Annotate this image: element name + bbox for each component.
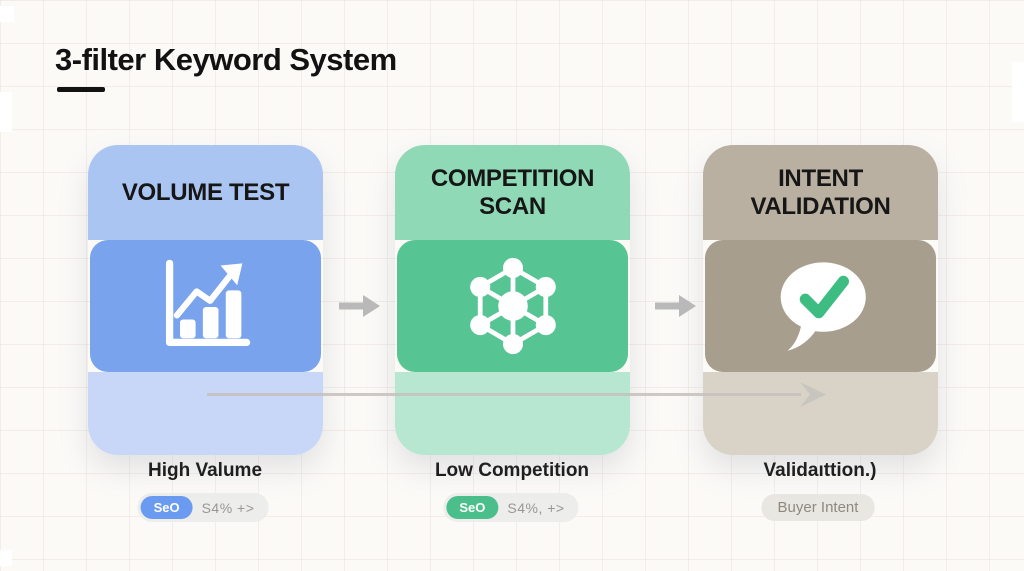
card-title: INTENT VALIDATION <box>750 164 891 220</box>
corner-mark <box>0 550 12 566</box>
caption-low-competition: Low Competition <box>434 460 590 481</box>
network-nodes-icon <box>469 257 556 355</box>
speech-bubble-check-icon <box>780 262 866 351</box>
card-volume-test-icon-panel <box>90 240 321 372</box>
card-competition-scan-header: COMPETITION SCAN <box>395 145 630 240</box>
badge-competition: SeO S4%, +> <box>443 493 579 522</box>
caption-high-volume: High Valume <box>147 460 263 481</box>
corner-mark <box>0 6 14 22</box>
card-intent-validation-header: INTENT VALIDATION <box>703 145 938 240</box>
corner-mark <box>1012 62 1024 122</box>
title-underline <box>57 87 105 92</box>
caption-validation: Validaıttion.) <box>763 460 877 481</box>
card-competition-scan-icon-panel <box>397 240 628 372</box>
badge-text: S4%, +> <box>507 499 565 516</box>
badge-text: S4% +> <box>201 499 255 516</box>
badge-volume: SeO S4% +> <box>137 493 269 522</box>
card-intent-validation: INTENT VALIDATION <box>703 145 938 455</box>
card-volume-test-header: VOLUME TEST <box>88 145 323 240</box>
card-competition-scan-footer <box>395 372 630 455</box>
card-volume-test-footer <box>88 372 323 455</box>
card-title: VOLUME TEST <box>121 178 290 206</box>
corner-mark <box>0 92 12 132</box>
card-competition-scan: COMPETITION SCAN <box>395 145 630 455</box>
card-title: COMPETITION SCAN <box>430 164 595 220</box>
flow-line <box>207 393 801 396</box>
badge-buyer-intent: Buyer Intent <box>761 494 875 521</box>
page-title: 3-filter Keyword System <box>55 42 397 77</box>
card-volume-test: VOLUME TEST <box>88 145 323 455</box>
bar-chart-trend-icon <box>165 259 250 347</box>
card-intent-validation-footer <box>703 372 938 455</box>
arrow-right-icon <box>339 295 380 317</box>
seo-tag-badge: SeO <box>140 496 193 519</box>
flow-arrowhead-icon <box>800 382 826 407</box>
seo-tag-badge: SeO <box>446 496 499 519</box>
card-intent-validation-icon-panel <box>705 240 936 372</box>
arrow-right-icon <box>655 295 696 317</box>
